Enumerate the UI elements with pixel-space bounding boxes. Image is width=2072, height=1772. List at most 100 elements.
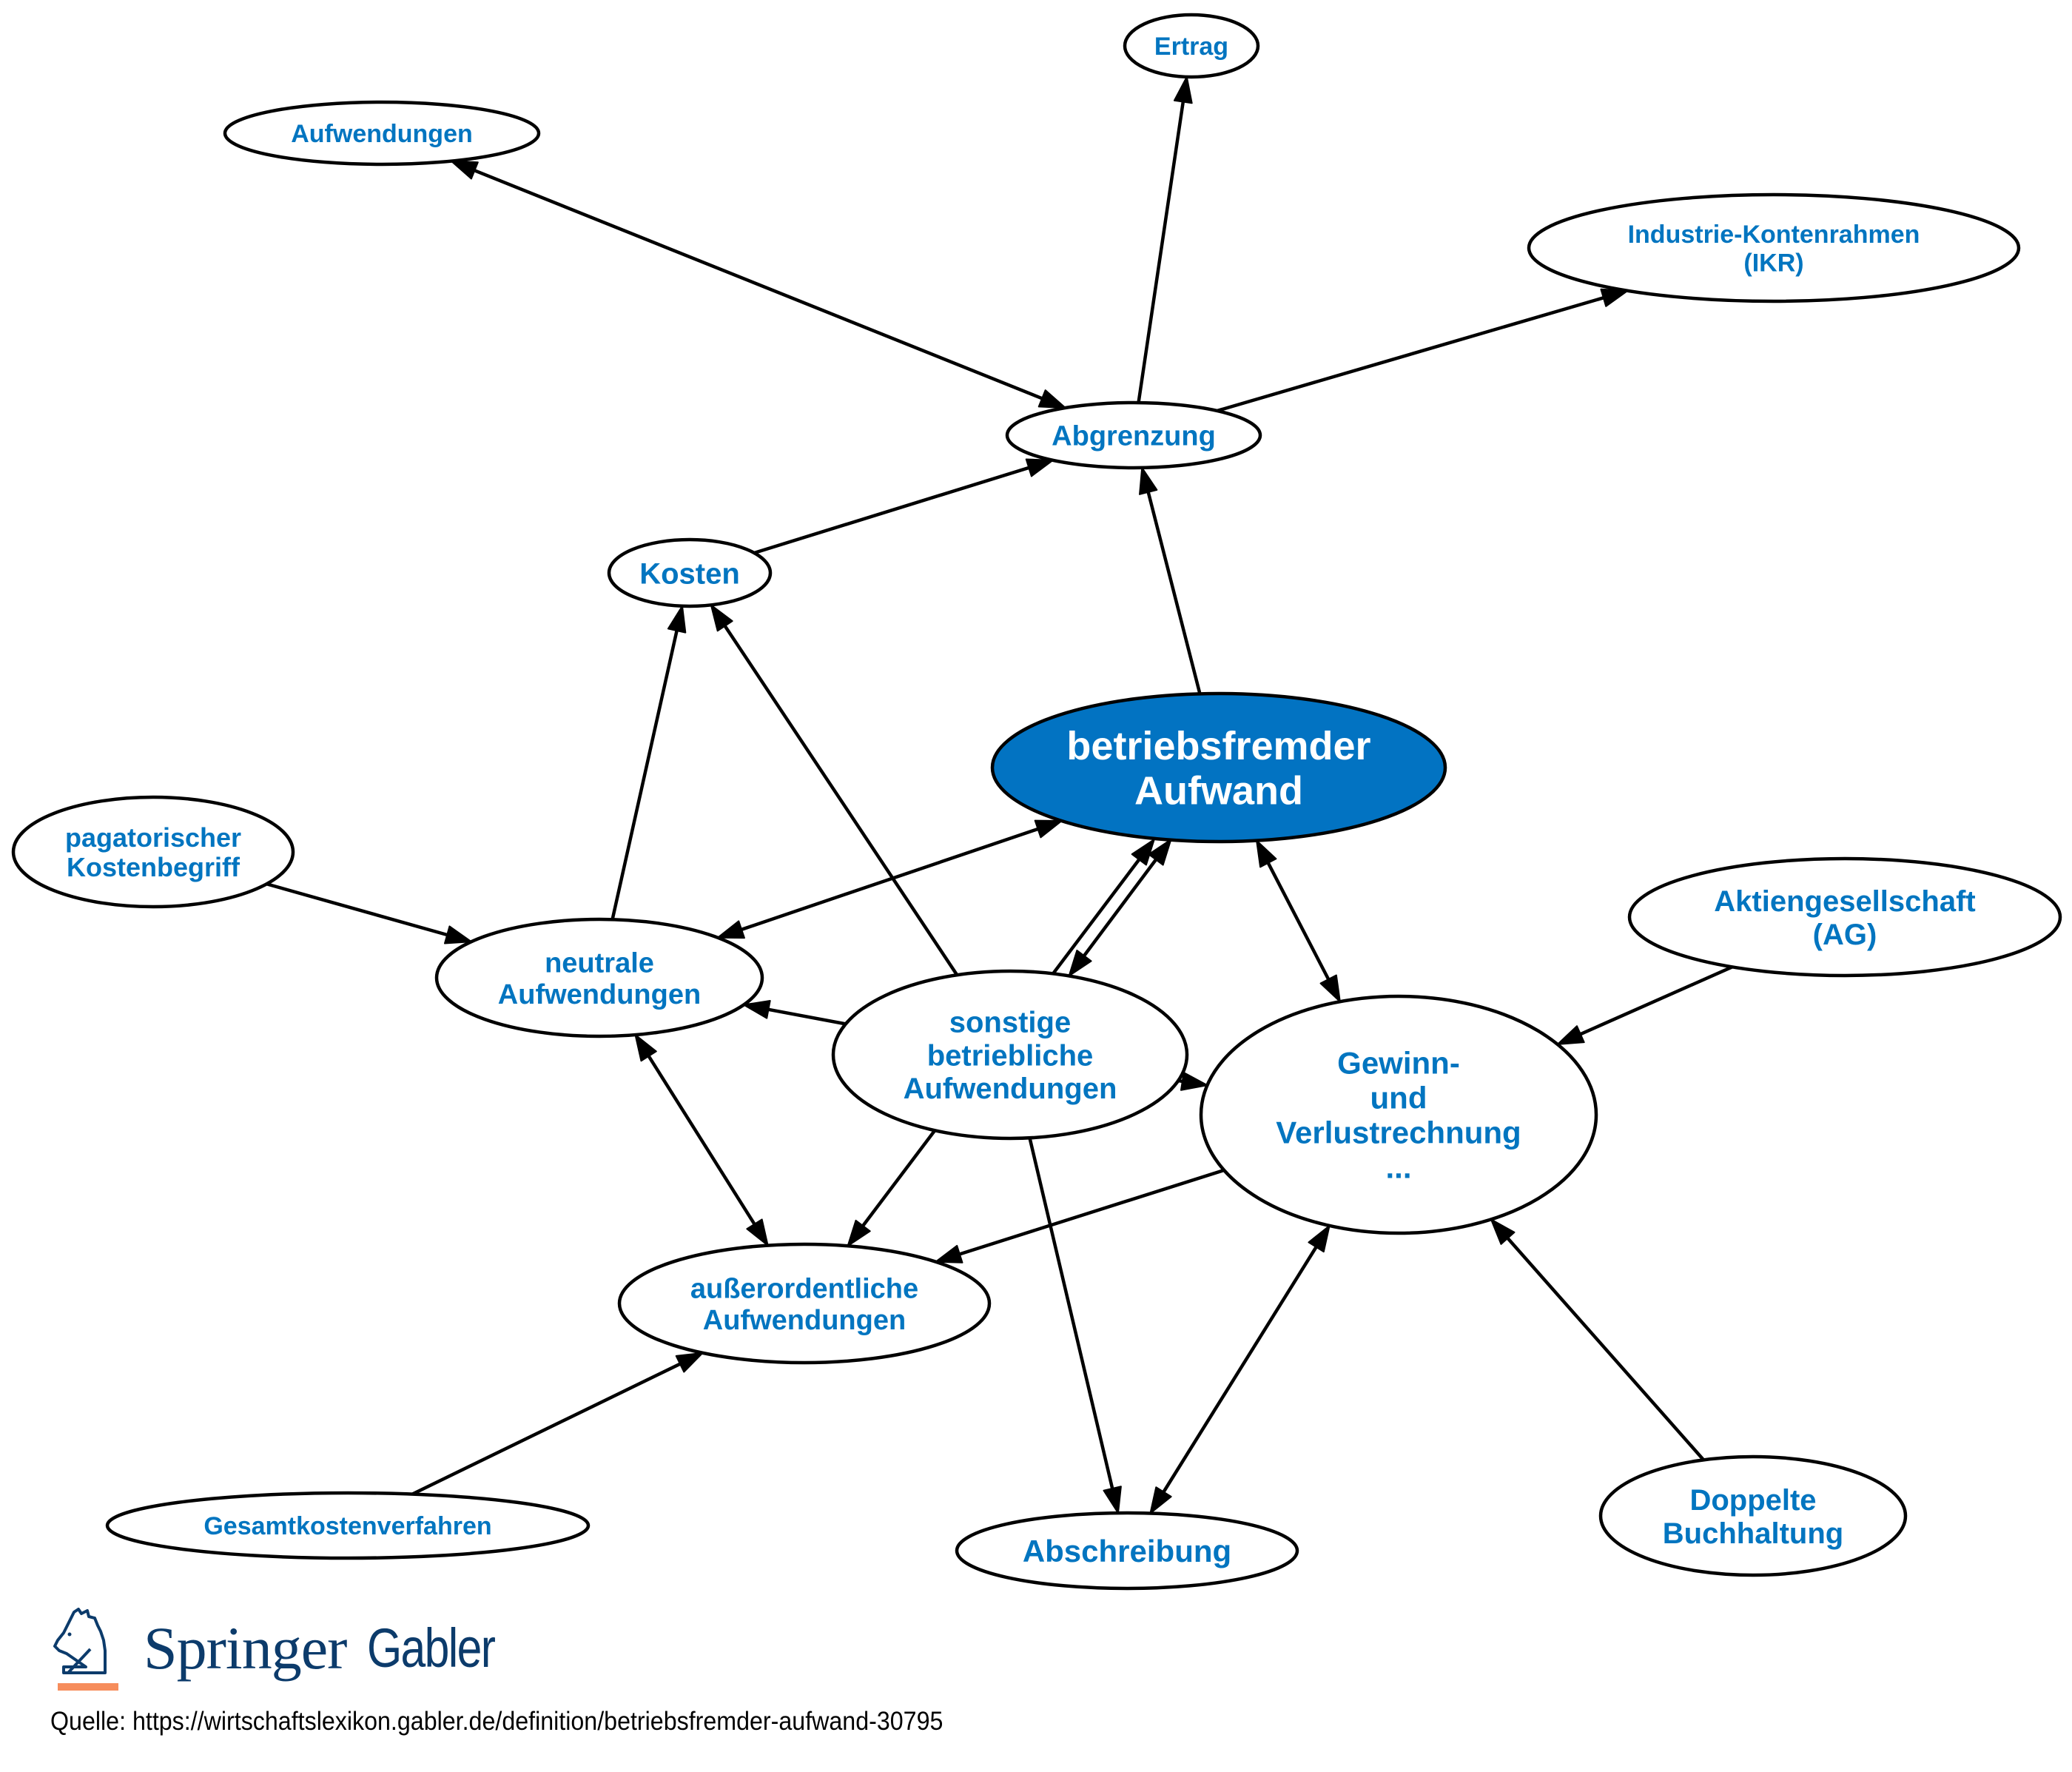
arrowhead-icon xyxy=(935,1244,963,1263)
edge-gewinn-und-verlustrechnung-to-abschreibung xyxy=(1149,1224,1331,1514)
edge-line xyxy=(1083,859,1157,957)
edge-line xyxy=(1266,862,1331,981)
node-ertrag[interactable]: Ertrag xyxy=(1123,13,1260,79)
arrowhead-icon xyxy=(1037,389,1066,409)
nodes-layer: ErtragAufwendungenIndustrie-Kontenrahmen… xyxy=(11,13,2062,1591)
node-ellipse[interactable] xyxy=(11,795,295,909)
arrowhead-icon xyxy=(743,1000,771,1019)
edge-pagatorischer-kostenbegriff-to-neutrale-aufwendungen xyxy=(266,882,472,944)
arrowhead-icon xyxy=(1068,950,1092,977)
node-ellipse[interactable] xyxy=(1627,856,2062,978)
edge-betriebsfremder-aufwand-to-gewinn-und-verlustrechnung xyxy=(1256,839,1341,1003)
arrowhead-icon xyxy=(1148,839,1172,866)
node-label: Aufwendungen xyxy=(498,979,701,1010)
node-label: und xyxy=(1370,1081,1427,1115)
edge-aktiengesellschaft-to-gewinn-und-verlustrechnung xyxy=(1556,965,1733,1045)
arrowhead-icon xyxy=(1025,458,1054,477)
node-ellipse[interactable] xyxy=(1123,13,1260,79)
edge-betriebsfremder-aufwand-to-neutrale-aufwendungen xyxy=(716,819,1063,939)
node-abgrenzung[interactable]: Abgrenzung xyxy=(1005,400,1262,470)
edge-sonstige-betriebliche-aufwendungen-to-gewinn-und-verlustrechnung xyxy=(1177,1072,1208,1091)
edge-line xyxy=(768,1007,847,1026)
node-ellipse[interactable] xyxy=(223,100,541,167)
logo-imprint-text: Gabler xyxy=(367,1617,496,1679)
node-ellipse[interactable] xyxy=(105,1491,591,1560)
edge-doppelte-buchhaltung-to-gewinn-und-verlustrechnung xyxy=(1490,1218,1705,1461)
node-ellipse[interactable] xyxy=(831,969,1189,1141)
node-label: Kostenbegriff xyxy=(67,852,240,882)
edge-betriebsfremder-aufwand-to-sonstige-betriebliche-aufwendungen xyxy=(1068,839,1172,977)
edge-line xyxy=(411,1362,681,1496)
arrowhead-icon xyxy=(667,605,687,634)
edges-layer xyxy=(266,75,1733,1514)
node-kosten[interactable]: Kosten xyxy=(607,537,773,608)
arrowhead-icon xyxy=(1034,819,1063,839)
arrowhead-icon xyxy=(1139,466,1158,495)
node-label: sonstige xyxy=(949,1007,1071,1039)
node-ellipse[interactable] xyxy=(1199,994,1598,1235)
node-label: Verlustrechnung xyxy=(1276,1115,1521,1150)
arrowhead-icon xyxy=(1103,1486,1122,1514)
node-label: Doppelte xyxy=(1689,1484,1816,1517)
node-aktiengesellschaft[interactable]: Aktiengesellschaft(AG) xyxy=(1627,856,2062,978)
source-citation[interactable]: Quelle: https://wirtschaftslexikon.gable… xyxy=(50,1707,944,1736)
edge-kosten-to-abgrenzung xyxy=(753,458,1054,555)
node-ellipse[interactable] xyxy=(955,1511,1299,1591)
node-label: Abschreibung xyxy=(1023,1534,1231,1568)
node-gewinn-und-verlustrechnung[interactable]: Gewinn-undVerlustrechnung... xyxy=(1199,994,1598,1235)
edge-line xyxy=(723,625,959,976)
node-label: Gewinn- xyxy=(1337,1046,1460,1081)
node-ellipse[interactable] xyxy=(434,917,764,1038)
edge-sonstige-betriebliche-aufwendungen-to-neutrale-aufwendungen xyxy=(743,1000,847,1026)
arrowhead-icon xyxy=(1490,1218,1516,1245)
node-label: Ertrag xyxy=(1154,33,1228,61)
logo-accent-bar xyxy=(58,1683,118,1691)
edge-line xyxy=(610,630,679,920)
node-ellipse[interactable] xyxy=(1005,400,1262,470)
node-abschreibung[interactable]: Abschreibung xyxy=(955,1511,1299,1591)
arrowhead-icon xyxy=(443,925,472,944)
arrowhead-icon xyxy=(1173,75,1193,104)
edge-line xyxy=(1146,491,1202,694)
node-ellipse[interactable] xyxy=(1527,192,2021,303)
edge-neutrale-aufwendungen-to-kosten xyxy=(610,605,687,920)
edge-gesamtkostenverfahren-to-ausserordentliche-aufwendungen xyxy=(411,1352,704,1496)
springer-horse-icon xyxy=(53,1608,107,1674)
edge-line xyxy=(959,1168,1225,1256)
edge-sonstige-betriebliche-aufwendungen-to-abschreibung xyxy=(1028,1137,1122,1514)
node-ellipse[interactable] xyxy=(607,537,773,608)
arrowhead-icon xyxy=(450,160,479,180)
edge-line xyxy=(1162,1246,1318,1493)
node-label: Abgrenzung xyxy=(1052,421,1216,452)
node-ikr[interactable]: Industrie-Kontenrahmen(IKR) xyxy=(1527,192,2021,303)
arrowhead-icon xyxy=(1556,1025,1585,1045)
node-gesamtkostenverfahren[interactable]: Gesamtkostenverfahren xyxy=(105,1491,591,1560)
arrowhead-icon xyxy=(1180,1072,1208,1091)
node-label: pagatorischer xyxy=(65,822,241,853)
node-label: (AG) xyxy=(1813,919,1877,951)
node-label: Industrie-Kontenrahmen xyxy=(1628,221,1920,249)
node-label: betriebsfremder xyxy=(1066,724,1370,768)
edge-line xyxy=(1028,1137,1114,1489)
node-ellipse[interactable] xyxy=(617,1242,992,1365)
node-label: Aufwendungen xyxy=(703,1305,906,1336)
node-ellipse[interactable] xyxy=(990,691,1447,844)
edge-gewinn-und-verlustrechnung-to-ausserordentliche-aufwendungen xyxy=(935,1168,1225,1263)
edge-sonstige-betriebliche-aufwendungen-to-kosten xyxy=(710,604,959,976)
node-aufwendungen[interactable]: Aufwendungen xyxy=(223,100,541,167)
arrowhead-icon xyxy=(675,1352,704,1373)
edge-line xyxy=(753,466,1029,555)
arrowhead-icon xyxy=(710,604,733,632)
springer-gabler-logo: Springer Gabler xyxy=(52,1608,540,1697)
node-ellipse[interactable] xyxy=(1598,1454,1908,1577)
edge-line xyxy=(1579,965,1733,1036)
edge-line xyxy=(1506,1237,1705,1461)
edge-betriebsfremder-aufwand-to-abgrenzung xyxy=(1139,466,1202,694)
node-label: Aufwendungen xyxy=(904,1073,1117,1105)
